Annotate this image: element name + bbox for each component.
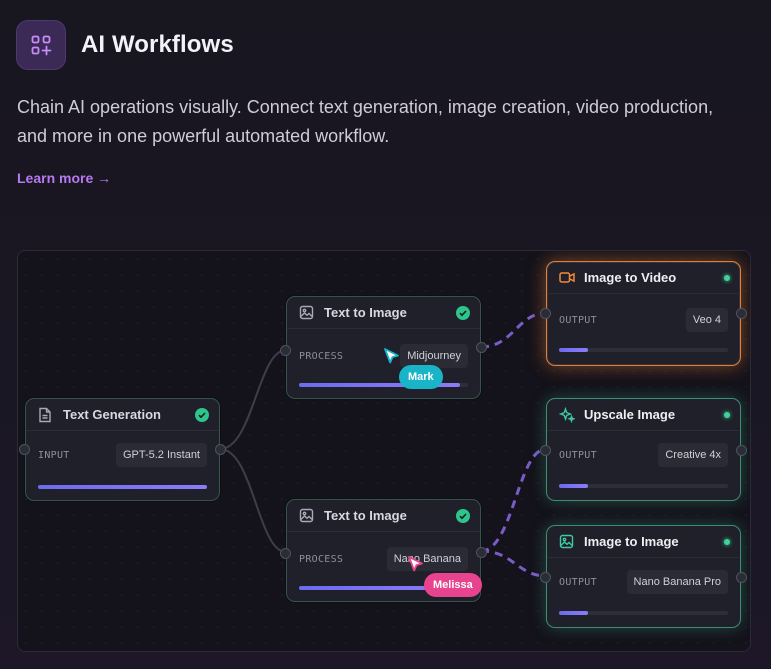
output-port[interactable] — [476, 342, 487, 353]
output-port[interactable] — [736, 445, 747, 456]
node-image-to-video[interactable]: Image to Video OUTPUT Veo 4 — [540, 261, 747, 366]
node-text-to-image-1[interactable]: Text to Image PROCESS Midjourney — [280, 296, 487, 399]
model-select[interactable]: Midjourney — [400, 344, 468, 368]
model-select[interactable]: Veo 4 — [685, 308, 728, 332]
video-camera-icon — [559, 270, 575, 286]
workflow-edges — [219, 311, 547, 578]
output-port[interactable] — [736, 572, 747, 583]
node-header: Upscale Image — [547, 399, 740, 431]
pointer-cursor-icon — [408, 556, 423, 572]
node-row: PROCESS Midjourney — [299, 344, 468, 368]
node-row: OUTPUT Veo 4 — [559, 308, 728, 332]
page-description: Chain AI operations visually. Connect te… — [17, 97, 714, 146]
input-port[interactable] — [19, 444, 30, 455]
learn-more-link[interactable]: Learn more → — [17, 170, 112, 186]
output-port[interactable] — [215, 444, 226, 455]
node-row: INPUT GPT-5.2 Instant — [38, 443, 207, 467]
edge-tti2-to-upscale — [480, 447, 547, 553]
cursor-label-melissa: Melissa — [424, 573, 482, 597]
node-row: OUTPUT Creative 4x — [559, 443, 728, 467]
edge-textgen-to-tti2 — [219, 448, 287, 553]
input-port[interactable] — [280, 345, 291, 356]
node-text-generation[interactable]: Text Generation INPUT GPT-5.2 Instant — [19, 398, 226, 501]
document-icon — [38, 407, 54, 423]
active-status-dot — [724, 538, 730, 545]
input-port[interactable] — [540, 308, 551, 319]
cursor-label-mark: Mark — [399, 365, 443, 389]
progress-fill — [38, 485, 207, 489]
progress-fill — [559, 348, 588, 352]
model-select[interactable]: Nano Banana — [386, 547, 468, 571]
workflow-canvas[interactable]: Text Generation INPUT GPT-5.2 Instant Te… — [17, 250, 751, 652]
input-port[interactable] — [280, 548, 291, 559]
output-port[interactable] — [736, 308, 747, 319]
progress-fill — [299, 586, 460, 590]
progress-bar — [559, 484, 728, 488]
input-port[interactable] — [540, 572, 551, 583]
input-port[interactable] — [540, 445, 551, 456]
check-icon — [195, 407, 209, 422]
node-header: Text Generation — [26, 399, 219, 431]
image-icon — [559, 534, 575, 550]
progress-bar — [38, 485, 207, 489]
edge-tti1-to-video — [480, 311, 547, 349]
node-header: Text to Image — [287, 297, 480, 329]
workflow-app-icon — [16, 20, 66, 70]
progress-bar — [299, 586, 468, 590]
node-row: OUTPUT Nano Banana Pro — [559, 570, 728, 594]
progress-bar — [559, 611, 728, 615]
node-header: Image to Video — [547, 262, 740, 294]
edge-tti2-to-img2img — [480, 549, 547, 578]
model-select[interactable]: GPT-5.2 Instant — [115, 443, 207, 467]
progress-bar — [299, 383, 468, 387]
node-row: PROCESS Nano Banana — [299, 547, 468, 571]
check-icon — [456, 508, 470, 523]
node-upscale-image[interactable]: Upscale Image OUTPUT Creative 4x — [540, 398, 747, 501]
node-header: Text to Image — [287, 500, 480, 532]
active-status-dot — [724, 411, 730, 418]
check-icon — [456, 305, 470, 320]
model-select[interactable]: Nano Banana Pro — [626, 570, 728, 594]
active-status-dot — [724, 274, 730, 281]
pointer-cursor-icon — [384, 348, 399, 364]
model-select[interactable]: Creative 4x — [658, 443, 728, 467]
sparkles-icon — [559, 406, 575, 423]
image-icon — [299, 305, 315, 321]
progress-fill — [299, 383, 460, 387]
node-header: Image to Image — [547, 526, 740, 558]
node-image-to-image[interactable]: Image to Image OUTPUT Nano Banana Pro — [540, 525, 747, 628]
progress-fill — [559, 611, 588, 615]
progress-bar — [559, 348, 728, 352]
image-icon — [299, 508, 315, 524]
page-title: AI Workflows — [81, 31, 234, 58]
header: AI Workflows — [16, 20, 234, 70]
progress-fill — [559, 484, 588, 488]
edge-textgen-to-tti1 — [219, 349, 287, 450]
output-port[interactable] — [476, 547, 487, 558]
